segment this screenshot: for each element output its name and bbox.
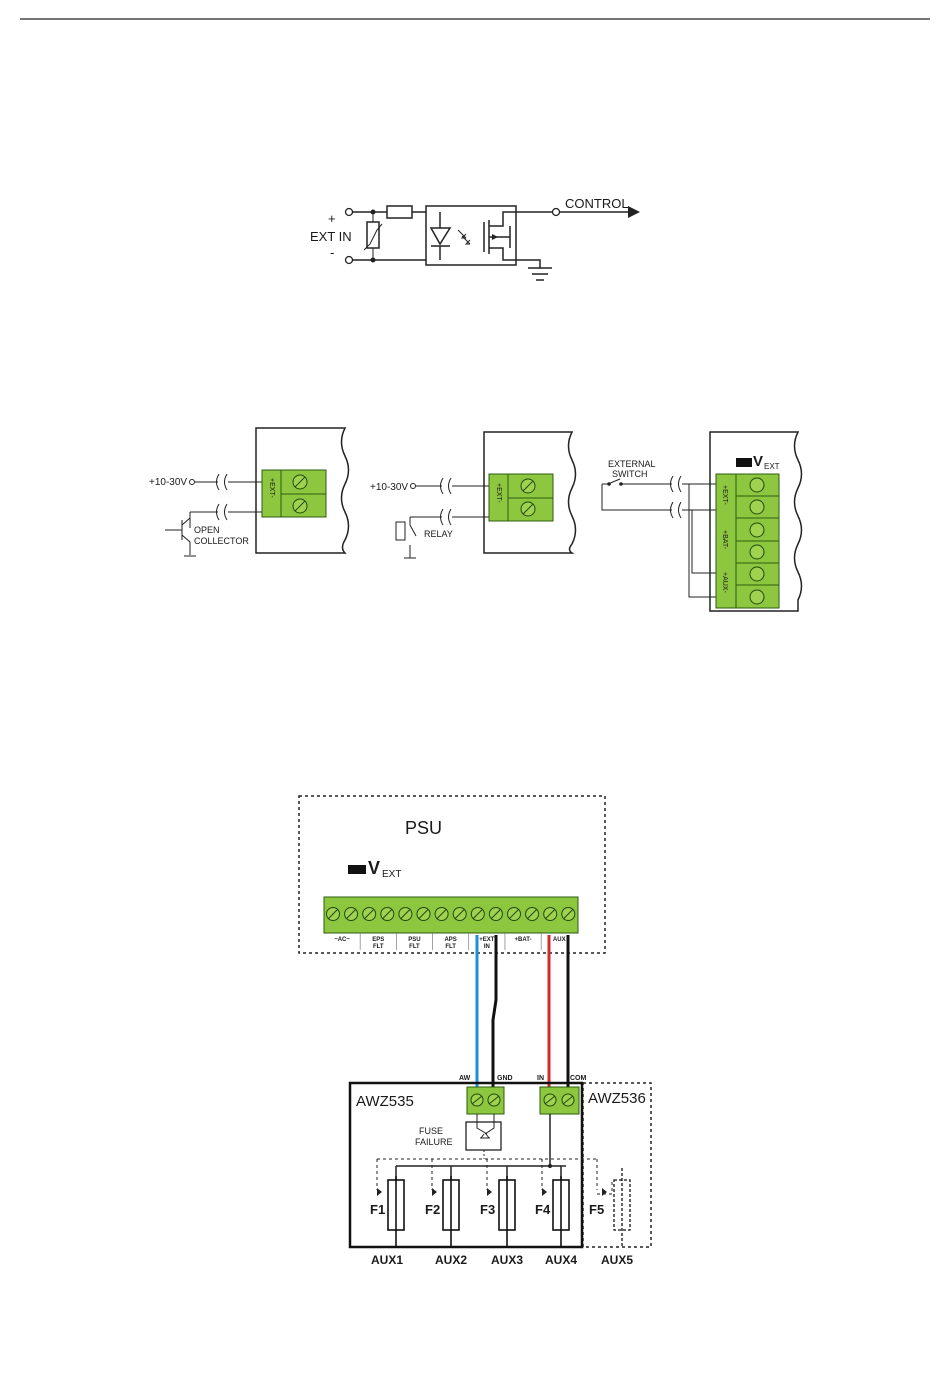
psu-terminal-group-label: EPS (372, 937, 384, 943)
psu-terminal-group-label: FLT (373, 944, 384, 950)
switch-term-ext: +EXT- (721, 485, 728, 505)
vext-marker (736, 458, 752, 467)
oc-terminal-label: +EXT- (268, 478, 275, 498)
psu-terminal-group-label: AUX (553, 937, 566, 943)
psu-terminal-group-label: IN (484, 944, 490, 950)
relay-label: RELAY (424, 529, 453, 539)
relay-example: +10-30V RELAY +EXT- (370, 432, 576, 558)
output-aux3-label: AUX3 (491, 1253, 523, 1267)
psu-terminal-group-label: FLT (445, 944, 456, 950)
awz536-label: AWZ536 (588, 1090, 646, 1107)
psu-title: PSU (405, 818, 442, 838)
awz535-label: AWZ535 (356, 1093, 414, 1110)
psu-v-sub: EXT (382, 869, 401, 880)
control-terminal (553, 209, 560, 216)
relay-terminal-label: +EXT- (495, 483, 502, 503)
psu-terminal-group-label: APS (444, 937, 456, 943)
psu-terminal-group-label: PSU (408, 937, 420, 943)
fuse-failure-label-2: FAILURE (415, 1137, 453, 1147)
psu-system-diagram: PSU V EXT ~AC~EPSFLTPSUFLTAPSFLT+EXTIN+B… (299, 796, 651, 1267)
input-minus-terminal (346, 257, 353, 264)
fuse-failure-label-1: FUSE (419, 1126, 443, 1136)
fuse-f4-label: F4 (535, 1202, 551, 1217)
input-plus-terminal (346, 209, 353, 216)
wire-label-in: IN (537, 1075, 544, 1082)
psu-terminal-strip (324, 897, 578, 933)
control-label: CONTROL (565, 196, 629, 211)
ground-icon (528, 268, 552, 284)
switch-label-switch: SWITCH (612, 469, 648, 479)
oc-label-collector: COLLECTOR (194, 536, 249, 546)
psu-terminal-group-label: +BAT- (515, 937, 532, 943)
input-wires (353, 212, 426, 260)
output-aux2-label: AUX2 (435, 1253, 467, 1267)
varistor-icon (367, 222, 379, 248)
psu-terminal-group-label: ~AC~ (334, 937, 350, 943)
wire-label-com: COM (570, 1075, 587, 1082)
switch-term-bat: +BAT- (721, 530, 728, 550)
control-arrow-icon (628, 206, 640, 218)
resistor-icon (387, 206, 412, 218)
psu-vext-marker (348, 865, 366, 874)
output-aux1-label: AUX1 (371, 1253, 403, 1267)
fuse-f1-label: F1 (370, 1202, 385, 1217)
opto-input-circuit: + EXT IN - CONTROL (310, 196, 640, 284)
switch-example: EXTERNAL SWITCH V EXT +EXT- +BAT- +AUX- (602, 432, 802, 611)
open-collector-example: +10-30V OPEN COLLECTOR +EXT- (149, 428, 349, 556)
output-aux4-label: AUX4 (545, 1253, 577, 1267)
switch-label-external: EXTERNAL (608, 459, 656, 469)
relay-voltage-label: +10-30V (370, 482, 408, 493)
wire-label-aw: AW (459, 1075, 471, 1082)
fuse-failure-optocoupler-icon (466, 1122, 501, 1150)
oc-voltage-label: +10-30V (149, 477, 187, 488)
gnd-wire-black (493, 935, 496, 1090)
ext-in-minus-label: - (330, 245, 334, 260)
fuse-f2-label: F2 (425, 1202, 440, 1217)
oc-label-open: OPEN (194, 525, 220, 535)
wire-label-gnd: GND (497, 1075, 513, 1082)
fuse-f3-label: F3 (480, 1202, 495, 1217)
ext-in-label: EXT IN (310, 229, 352, 244)
output-wires (516, 212, 552, 268)
psu-terminal-group-label: +EXT (479, 937, 495, 943)
switch-v-sub: EXT (764, 462, 780, 471)
psu-terminal-group-label: FLT (409, 944, 420, 950)
output-aux5-label: AUX5 (601, 1253, 633, 1267)
psu-v-label: V (368, 858, 380, 878)
switch-term-aux: +AUX- (721, 572, 728, 593)
switch-v-label: V (753, 453, 763, 470)
ext-in-plus-label: + (328, 211, 336, 226)
fuse-f5-label: F5 (589, 1202, 604, 1217)
